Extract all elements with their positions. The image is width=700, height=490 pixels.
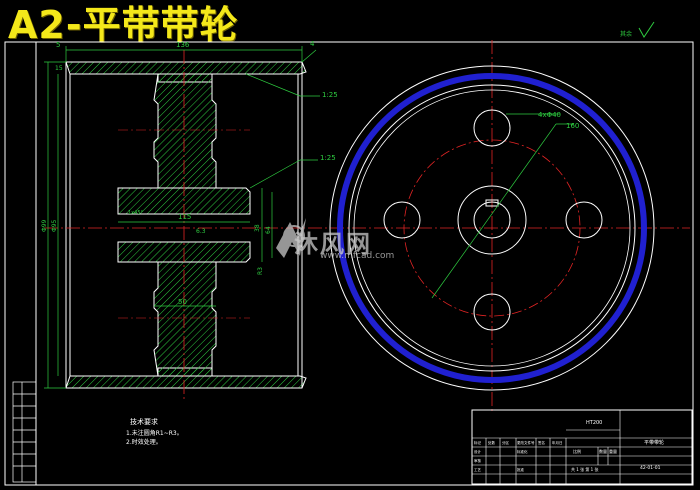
dim-taper-upper: 1:25 bbox=[322, 91, 338, 99]
title-block-role-1: 审核 bbox=[474, 458, 482, 463]
web-upper-section bbox=[153, 73, 217, 189]
title-block-row-label-5: 年月日 bbox=[552, 440, 563, 445]
dim-pitch-circle: 160 bbox=[566, 122, 579, 130]
dim-roughness-bore: 6.3 bbox=[196, 228, 206, 235]
lightening-hole-left bbox=[383, 201, 421, 239]
watermark-brand: 沐风网 bbox=[294, 230, 372, 258]
technical-notes-heading: 技术要求 bbox=[130, 418, 158, 426]
dim-hub-bore-length: 115 bbox=[178, 213, 191, 221]
title-block-row-label-2: 分区 bbox=[502, 440, 510, 445]
watermark-url: www.mfcad.com bbox=[320, 251, 395, 261]
title-block-weight-label: 重量 bbox=[609, 448, 617, 454]
keyway-slot bbox=[485, 199, 499, 207]
title-block-row-label-0: 标记 bbox=[474, 440, 482, 445]
title-block-scale-label: 比例 bbox=[573, 448, 581, 454]
rim-blue-band bbox=[337, 73, 647, 383]
lightening-hole-right bbox=[565, 201, 603, 239]
dim-top-inset: 15 bbox=[55, 65, 63, 72]
dim-hole-spec: 4xΦ40 bbox=[538, 111, 561, 119]
title-block-role-2: 工艺 bbox=[474, 467, 482, 472]
front-view: 4xΦ40 160 bbox=[329, 40, 655, 414]
dim-bore-diameter: 64 bbox=[265, 226, 272, 234]
roughness-note: 其余 bbox=[620, 30, 632, 38]
dim-web-width: 50 bbox=[178, 298, 187, 306]
title-block-part-name: 平带带轮 bbox=[644, 439, 664, 446]
dim-keyway: 38 bbox=[254, 224, 261, 232]
dim-outer-diameter: Φ99 bbox=[41, 219, 48, 232]
pitch-circle bbox=[403, 139, 581, 317]
watermark-logo bbox=[276, 218, 306, 258]
technical-notes: 技术要求 1.未注圆角R1~R3。 2.时效处理。 bbox=[124, 418, 244, 447]
dim-inner-diameter: Φ95 bbox=[51, 219, 58, 232]
lightening-hole-bottom bbox=[473, 293, 511, 331]
title-block-quantity-label: 数量 bbox=[599, 448, 607, 454]
rim-outer-circle bbox=[329, 65, 655, 391]
bore-circle bbox=[473, 201, 511, 239]
web-lower-section bbox=[153, 261, 217, 377]
dim-taper-lower: 1:25 bbox=[320, 154, 336, 162]
technical-note-1: 1.未注圆角R1~R3。 bbox=[126, 430, 183, 437]
dim-left-offset: 5 bbox=[56, 41, 60, 49]
title-block-approve-label: 批准 bbox=[517, 467, 525, 472]
title-block: HT200 平带带轮 42-01-01 比例 数量 重量 共 1 张 第 1 张… bbox=[471, 409, 693, 485]
hub-outer-circle bbox=[457, 185, 527, 255]
rim-inner-circle-2 bbox=[353, 89, 631, 367]
title-block-row-label-1: 处数 bbox=[488, 440, 496, 445]
technical-note-2: 2.时效处理。 bbox=[126, 439, 162, 446]
title-block-drawing-no: 42-01-01 bbox=[640, 465, 661, 471]
roughness-symbol: 其余 bbox=[620, 21, 655, 38]
section-view: 136 5 4 15 1:25 1:25 115 1x45° 6.3 38 64… bbox=[41, 40, 690, 400]
dim-chamfer: 1x45° bbox=[128, 210, 144, 216]
title-block-role-0: 设计 bbox=[474, 449, 482, 454]
dim-right-small: 4 bbox=[310, 40, 315, 48]
drawing-title: A2-平带带轮 bbox=[8, 3, 239, 47]
section-dimension-lines bbox=[44, 46, 320, 389]
rim-inner-circle bbox=[348, 84, 636, 372]
lightening-hole-top bbox=[473, 109, 511, 147]
title-block-material: HT200 bbox=[586, 420, 602, 426]
left-margin-table bbox=[12, 381, 37, 483]
title-block-sheet: 共 1 张 第 1 张 bbox=[571, 466, 598, 472]
dim-top-width: 136 bbox=[176, 41, 190, 49]
front-dimension-lines bbox=[431, 113, 574, 299]
title-block-std-label: 标准化 bbox=[517, 449, 528, 454]
title-block-row-label-4: 签名 bbox=[538, 440, 545, 445]
title-block-row-label-3: 更改文件号 bbox=[517, 440, 535, 445]
dim-fillet: R3 bbox=[257, 267, 264, 275]
border-frame bbox=[4, 41, 694, 486]
